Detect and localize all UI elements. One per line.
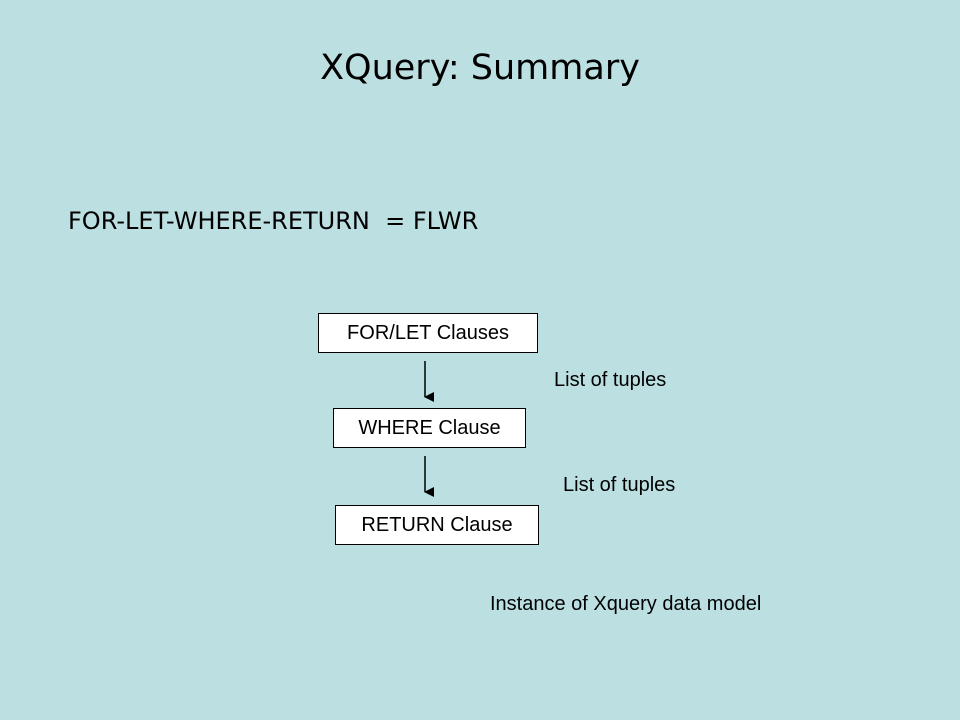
return-clause-box: RETURN Clause bbox=[335, 505, 539, 545]
for-let-clauses-box: FOR/LET Clauses bbox=[318, 313, 538, 353]
flwr-definition: FOR-LET-WHERE-RETURN = FLWR bbox=[68, 207, 479, 235]
where-clause-box: WHERE Clause bbox=[333, 408, 526, 448]
annotation-xquery-data-model: Instance of Xquery data model bbox=[490, 593, 762, 615]
slide-title: XQuery: Summary bbox=[320, 48, 640, 88]
annotation-list-of-tuples-2: List of tuples bbox=[563, 474, 676, 496]
annotation-list-of-tuples-1: List of tuples bbox=[554, 369, 667, 391]
